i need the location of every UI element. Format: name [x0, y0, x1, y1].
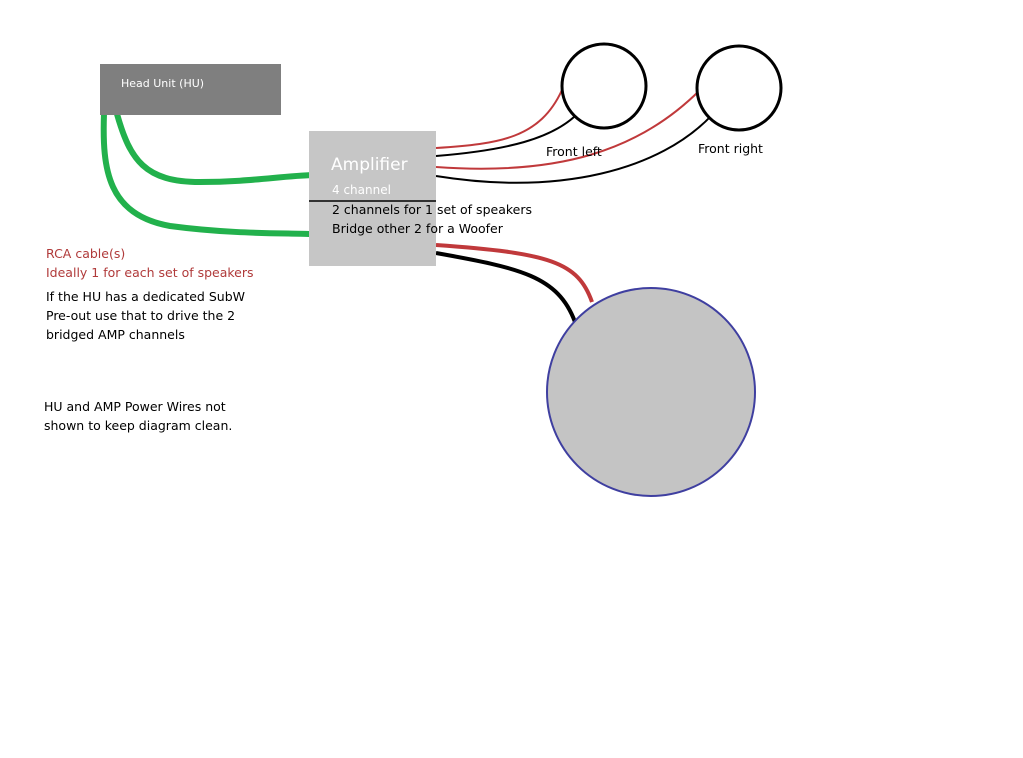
amplifier-subtitle: 4 channel — [332, 183, 391, 197]
front-left-speaker — [560, 42, 648, 130]
head-unit-label: Head Unit (HU) — [121, 77, 205, 90]
rca-note-line2: Ideally 1 for each set of speakers — [46, 265, 254, 280]
rca-note-line1: RCA cable(s) — [46, 246, 126, 261]
rca-cable-2 — [100, 111, 312, 237]
front-right-speaker — [695, 44, 783, 132]
front-right-negative-wire — [435, 114, 713, 184]
front-right-positive-wire — [435, 89, 701, 170]
woofer-positive-wire — [435, 243, 594, 303]
woofer-negative-wire — [435, 251, 577, 323]
front-left-label: Front left — [546, 144, 602, 159]
rca-cable-1 — [114, 111, 317, 186]
amplifier-note-1: 2 channels for 1 set of speakers — [332, 202, 532, 217]
front-left-positive-wire — [435, 89, 563, 149]
power-note-line2: shown to keep diagram clean. — [44, 418, 233, 433]
subwoofer-note-line2: Pre-out use that to drive the 2 — [46, 308, 236, 323]
front-left-negative-wire — [435, 116, 575, 157]
head-unit-box: Head Unit (HU) — [100, 64, 281, 115]
subwoofer-note-line3: bridged AMP channels — [46, 327, 185, 342]
woofer-speaker — [546, 287, 756, 497]
amplifier-box: Amplifier 4 channel — [309, 131, 436, 266]
front-right-label: Front right — [698, 141, 763, 156]
amplifier-title: Amplifier — [331, 155, 408, 175]
subwoofer-note-line1: If the HU has a dedicated SubW — [46, 289, 245, 304]
power-note-line1: HU and AMP Power Wires not — [44, 399, 226, 414]
amplifier-note-2: Bridge other 2 for a Woofer — [332, 221, 503, 236]
